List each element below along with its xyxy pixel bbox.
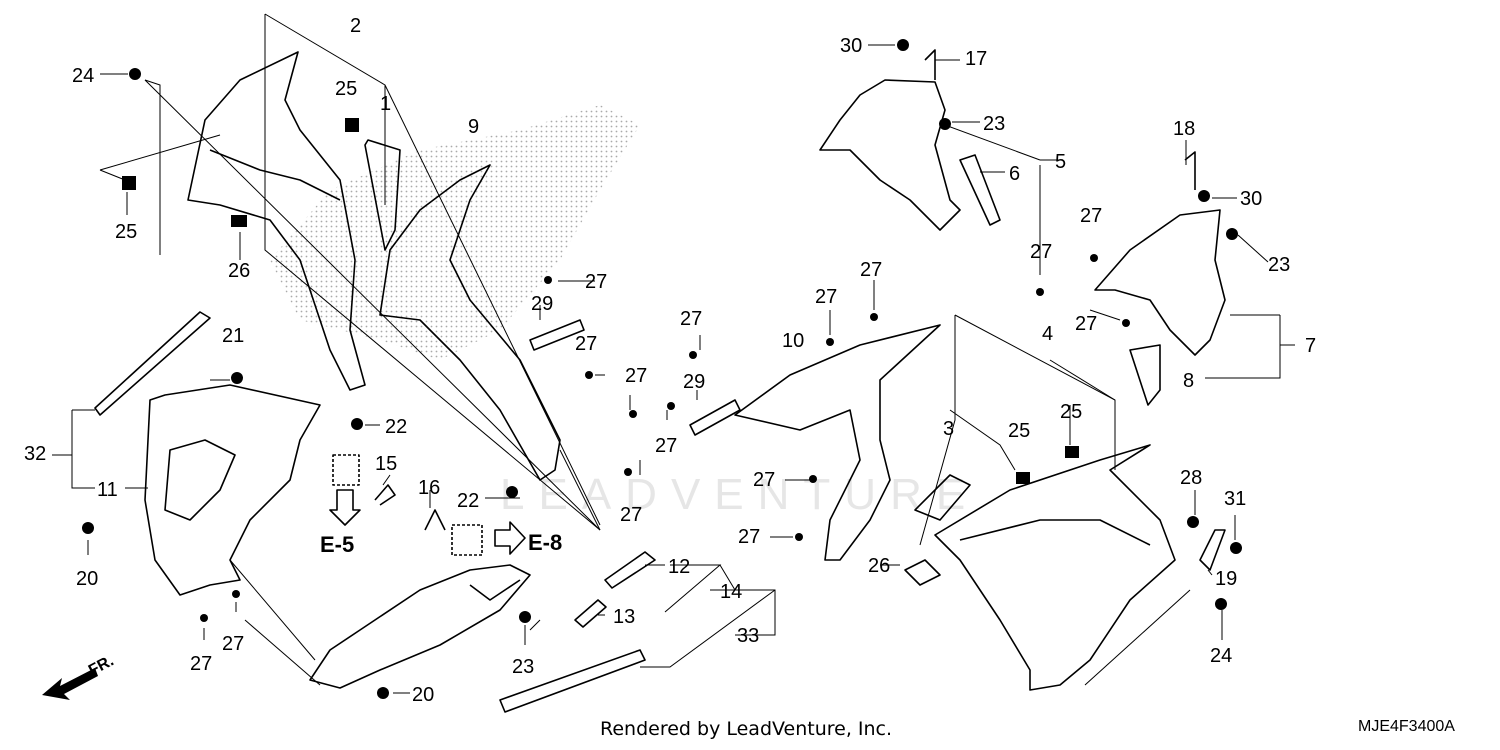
callout-31: 31 <box>1224 488 1246 510</box>
callout-3: 3 <box>943 418 954 440</box>
callout-22a: 22 <box>385 416 407 438</box>
callout-15: 15 <box>375 453 397 475</box>
part-13 <box>574 599 607 628</box>
callout-27-15: 27 <box>222 633 244 655</box>
callout-23a: 23 <box>983 113 1005 135</box>
callout-11: 11 <box>97 479 118 501</box>
callout-27-7: 27 <box>815 286 837 308</box>
part-12 <box>604 551 656 589</box>
lower-cowl-14 <box>309 564 531 689</box>
callout-23c: 23 <box>512 656 534 678</box>
callout-18: 18 <box>1173 118 1195 140</box>
callout-28: 28 <box>1180 467 1202 489</box>
insert-3 <box>914 474 971 521</box>
insert-1 <box>364 139 401 251</box>
inner-panel-9 <box>379 164 561 481</box>
footer-credit: Rendered by LeadVenture, Inc. <box>600 718 893 740</box>
callout-12: 12 <box>668 556 690 578</box>
middle-cowl-11 <box>144 384 321 596</box>
callout-30b: 30 <box>1240 188 1262 210</box>
callout-27-5: 27 <box>680 308 702 330</box>
callout-27-8: 27 <box>860 259 882 281</box>
callout-4: 4 <box>1042 323 1053 345</box>
callout-23b: 23 <box>1268 254 1290 276</box>
callout-27-1: 27 <box>585 271 607 293</box>
diagram-code: MJE4F3400A <box>1358 718 1455 735</box>
callout-13: 13 <box>613 606 635 628</box>
upper-cowl-left <box>187 51 366 391</box>
bracket-5 <box>819 79 961 231</box>
callout-27-14: 27 <box>190 653 212 675</box>
front-arrow-icon: FR. <box>42 652 117 700</box>
callout-labels: 1 2 3 4 5 6 7 8 9 10 11 12 13 14 15 16 1… <box>24 15 1316 706</box>
callout-27-4: 27 <box>620 504 642 526</box>
part-26-right <box>904 559 941 586</box>
upper-cowl-right <box>934 444 1176 691</box>
callout-14: 14 <box>720 581 742 603</box>
clip-15 <box>374 484 396 506</box>
fasteners <box>82 39 1242 699</box>
reference-e5[interactable]: E-5 <box>320 532 354 557</box>
part-19 <box>1199 529 1226 571</box>
callout-27-3: 27 <box>625 365 647 387</box>
callout-32: 32 <box>24 443 46 465</box>
callout-2: 2 <box>350 15 361 37</box>
callout-22b: 22 <box>457 490 479 512</box>
bracket-7 <box>1094 209 1226 356</box>
callout-26b: 26 <box>868 555 890 577</box>
callout-26a: 26 <box>228 260 250 282</box>
callout-25c: 25 <box>1008 420 1030 442</box>
callout-25d: 25 <box>1060 401 1082 423</box>
callout-27-2: 27 <box>575 333 597 355</box>
inner-panel-10 <box>734 324 941 561</box>
callout-29b: 29 <box>683 371 705 393</box>
callout-5: 5 <box>1055 151 1066 173</box>
part-29-a <box>529 319 585 351</box>
callout-1: 1 <box>380 93 391 115</box>
callout-27-9: 27 <box>753 469 775 491</box>
callout-25a: 25 <box>335 78 357 100</box>
strip-6 <box>959 154 1001 226</box>
part-8 <box>1129 344 1161 406</box>
callout-27-13: 27 <box>1075 313 1097 335</box>
callout-27-10: 27 <box>738 526 760 548</box>
part-outlines <box>94 49 1226 713</box>
callout-8: 8 <box>1183 370 1194 392</box>
callout-21: 21 <box>222 325 244 347</box>
callout-9: 9 <box>468 116 479 138</box>
callout-20a: 20 <box>76 568 98 590</box>
decal-33 <box>499 649 646 713</box>
callout-29a: 29 <box>531 293 553 315</box>
callout-27-6: 27 <box>655 435 677 457</box>
callout-27-12: 27 <box>1080 205 1102 227</box>
callout-6: 6 <box>1009 163 1020 185</box>
callout-33: 33 <box>737 625 759 647</box>
callout-27-11: 27 <box>1030 241 1052 263</box>
clip-16 <box>424 509 446 531</box>
callout-7: 7 <box>1305 335 1316 357</box>
callout-17: 17 <box>965 48 987 70</box>
callout-19: 19 <box>1215 568 1237 590</box>
callout-30a: 30 <box>840 35 862 57</box>
leader-lines <box>52 13 1295 694</box>
callout-24b: 24 <box>1210 645 1232 667</box>
shading-pattern <box>270 105 640 360</box>
callout-20b: 20 <box>412 684 434 706</box>
callout-25b: 25 <box>115 221 137 243</box>
reference-e8[interactable]: E-8 <box>528 530 562 555</box>
callout-16: 16 <box>418 477 440 499</box>
callout-10: 10 <box>782 330 804 352</box>
callout-24a: 24 <box>72 65 94 87</box>
part-29-b <box>689 399 741 436</box>
strip-32 <box>94 311 211 416</box>
